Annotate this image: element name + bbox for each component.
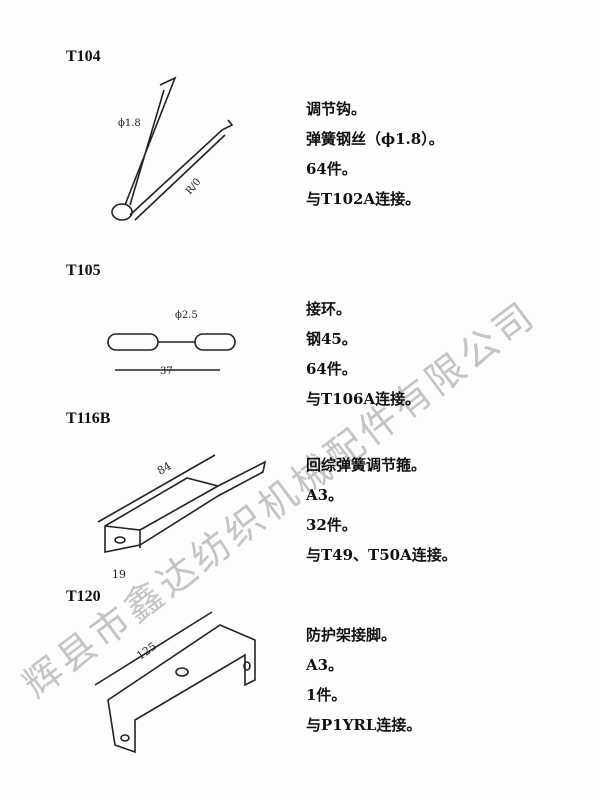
spring-hoop-drawing: 84 19	[97, 454, 267, 581]
desc-line: 64件。	[306, 160, 357, 178]
hook-drawing: ϕ1.8 R/0	[111, 76, 234, 221]
part-code: T105	[66, 262, 101, 279]
desc-line: 与T49、T50A连接。	[306, 546, 457, 564]
desc-line: A3。	[306, 486, 344, 504]
dim-label: ϕ2.5	[175, 310, 198, 321]
ring-drawing: 37 ϕ2.5	[107, 310, 236, 377]
part-code: T104	[66, 48, 101, 65]
dim-label: 84	[155, 459, 174, 477]
dim-label: 19	[112, 568, 126, 581]
desc-line: A3。	[306, 656, 344, 674]
desc-line: 钢45。	[306, 330, 357, 348]
desc-line: 回综弹簧调节箍。	[306, 456, 427, 474]
desc-line: 防护架接脚。	[306, 626, 397, 644]
desc-line: 与P1YRL连接。	[306, 716, 422, 734]
part-description: 接环。钢45。 64件。与T106A连接。	[306, 294, 420, 414]
desc-line: 与T106A连接。	[306, 390, 421, 408]
dim-label: ϕ1.8	[118, 118, 141, 129]
part-code: T120	[66, 588, 101, 605]
desc-line: 接环。	[306, 300, 352, 318]
part-description: 防护架接脚。 A3。 1件。与P1YRL连接。	[306, 620, 421, 740]
desc-line: 64件。	[306, 360, 357, 378]
bracket-drawing: 125	[94, 611, 256, 754]
desc-line: 与T102A连接。	[306, 190, 421, 208]
part-description: 回综弹簧调节箍。 A3。 32件。与T49、T50A连接。	[306, 450, 457, 570]
part-code: T116B	[66, 410, 111, 427]
desc-line: 32件。	[306, 516, 357, 534]
desc-line: 调节钩。	[306, 100, 367, 118]
desc-line: 弹簧钢丝（ϕ1.8）。	[306, 130, 444, 148]
desc-line: 1件。	[306, 686, 347, 704]
part-description: 调节钩。弹簧钢丝（ϕ1.8）。 64件。与T102A连接。	[306, 94, 444, 214]
dim-label: R/0	[184, 177, 204, 197]
dim-label: 37	[160, 366, 173, 377]
